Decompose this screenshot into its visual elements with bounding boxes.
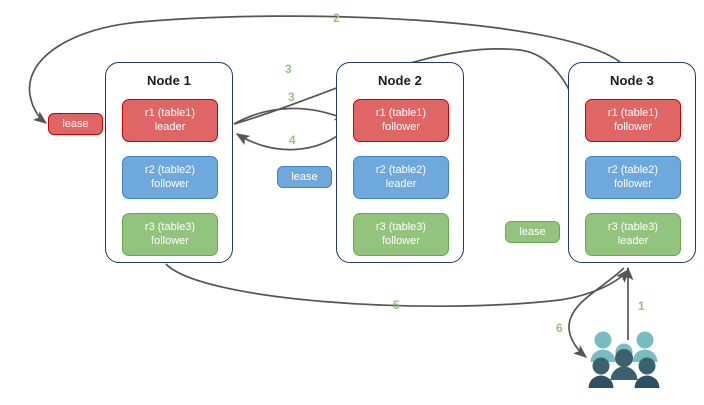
replica-node2-r1-role: follower — [382, 120, 420, 133]
replica-node1-r1[interactable]: r1 (table1) leader — [122, 99, 218, 142]
lease-badge-r1[interactable]: lease — [48, 113, 103, 135]
node-box-node3[interactable]: Node 3 r1 (table1) follower r2 (table2) … — [568, 62, 696, 263]
node-box-node1[interactable]: Node 1 r1 (table1) leader r2 (table2) fo… — [105, 62, 233, 263]
replica-node3-r1-name: r1 (table1) — [607, 107, 659, 119]
replica-node1-r3-role: follower — [151, 234, 189, 247]
replica-node2-r3[interactable]: r3 (table3) follower — [353, 213, 449, 256]
replica-node1-r2-role: follower — [151, 177, 189, 190]
node-box-node2[interactable]: Node 2 r1 (table1) follower r2 (table2) … — [336, 62, 464, 263]
edge-label-2: 2 — [333, 11, 340, 25]
replica-node3-r3-name: r3 (table3) — [607, 221, 659, 233]
edge-3-lower-path — [233, 107, 349, 125]
edge-label-3-upper: 3 — [285, 62, 292, 76]
replica-node3-r1-role: follower — [614, 120, 652, 133]
replica-node2-r1-name: r1 (table1) — [375, 107, 427, 119]
replica-node2-r3-role: follower — [382, 234, 420, 247]
edge-label-1: 1 — [638, 299, 645, 313]
replica-node2-r2-role: leader — [385, 177, 417, 190]
replica-node3-r3-role: leader — [617, 234, 649, 247]
replica-node1-r1-name: r1 (table1) — [144, 107, 196, 119]
replica-node1-r3[interactable]: r3 (table3) follower — [122, 213, 218, 256]
lease-badge-r3[interactable]: lease — [505, 221, 560, 243]
replica-node1-r1-role: leader — [154, 120, 186, 133]
replica-node2-r3-name: r3 (table3) — [375, 221, 427, 233]
edge-label-4: 4 — [289, 133, 296, 147]
replica-node1-r3-name: r3 (table3) — [144, 221, 196, 233]
replica-node3-r2-name: r2 (table2) — [607, 164, 659, 176]
replica-node3-r1[interactable]: r1 (table1) follower — [585, 99, 681, 142]
users-icon — [588, 331, 660, 388]
lease-badge-r2-label: lease — [291, 171, 318, 183]
replica-node2-r2-name: r2 (table2) — [375, 164, 427, 176]
replica-node3-r3[interactable]: r3 (table3) leader — [585, 213, 681, 256]
replica-node1-r2-name: r2 (table2) — [144, 164, 196, 176]
node-title-node2: Node 2 — [378, 73, 422, 88]
node-title-node1: Node 1 — [147, 73, 191, 88]
replica-node2-r1[interactable]: r1 (table1) follower — [353, 99, 449, 142]
lease-badge-r2[interactable]: lease — [277, 166, 332, 188]
edge-label-5: 5 — [393, 298, 400, 312]
replica-node3-r2-role: follower — [614, 177, 652, 190]
node-title-node3: Node 3 — [610, 73, 654, 88]
lease-badge-r3-label: lease — [519, 226, 546, 238]
edge-label-6: 6 — [556, 321, 563, 335]
replica-node3-r2[interactable]: r2 (table2) follower — [585, 156, 681, 199]
replica-node1-r2[interactable]: r2 (table2) follower — [122, 156, 218, 199]
replica-node2-r2[interactable]: r2 (table2) leader — [353, 156, 449, 199]
edge-label-3-lower: 3 — [288, 90, 295, 104]
lease-badge-r1-label: lease — [62, 118, 89, 130]
